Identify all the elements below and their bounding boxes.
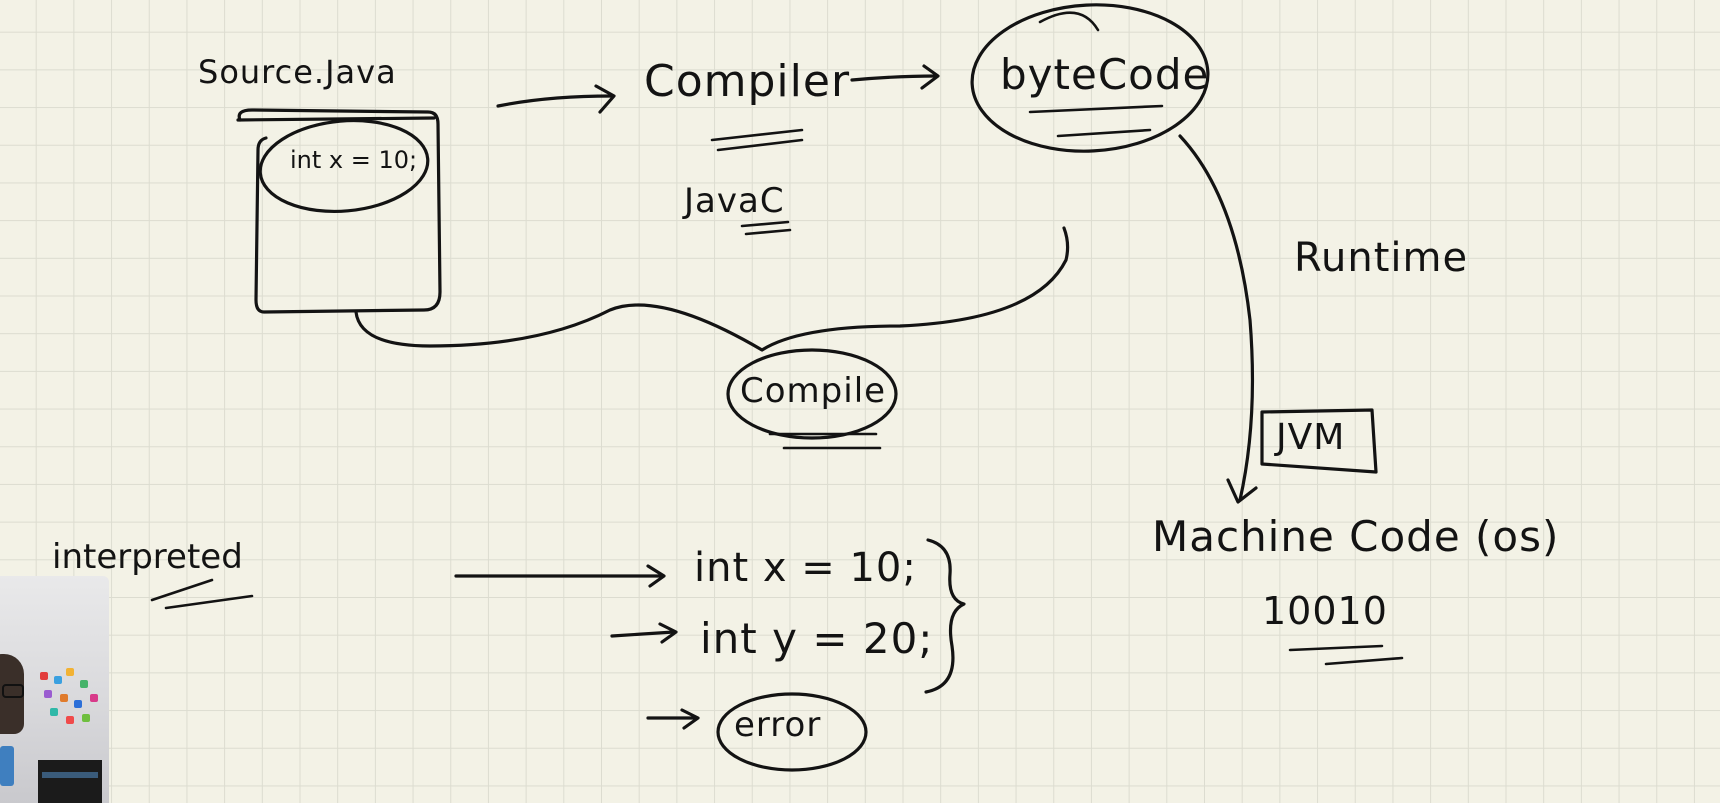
presenter-glasses xyxy=(2,684,24,698)
interpreted-label: interpreted xyxy=(52,537,243,577)
sticker xyxy=(50,708,58,716)
javac-underline xyxy=(740,220,792,236)
sticker xyxy=(82,714,90,722)
arrow-line2-head xyxy=(658,622,678,644)
compile-underline xyxy=(768,432,882,450)
jvm-box xyxy=(1260,408,1378,474)
binary-underline xyxy=(1288,644,1404,666)
interpreted-line2: int y = 20; xyxy=(700,614,934,663)
compiler-label: Compiler xyxy=(644,56,851,107)
sticker xyxy=(66,716,74,724)
arrow-to-machine-code xyxy=(1178,134,1255,502)
binary-label: 10010 xyxy=(1262,589,1388,633)
source-code-text: int x = 10; xyxy=(290,146,418,174)
sticker xyxy=(54,676,62,684)
interpreted-line1: int x = 10; xyxy=(694,545,917,591)
arrow-to-machine-code-head xyxy=(1226,478,1258,504)
arrow-to-bytecode xyxy=(850,74,938,82)
sticker xyxy=(66,668,74,676)
javac-label: JavaC xyxy=(684,181,785,221)
arrow-to-compiler xyxy=(496,94,614,108)
bytecode-label: byteCode xyxy=(1000,50,1210,99)
compile-brace xyxy=(354,226,1070,352)
arrow-line2 xyxy=(610,630,676,638)
sticker xyxy=(40,672,48,680)
sticker xyxy=(90,694,98,702)
arrow-to-bytecode-head xyxy=(920,64,940,90)
bytecode-ellipse-tail xyxy=(1038,11,1100,32)
webcam-thumbnail xyxy=(0,576,109,803)
bytecode-underline xyxy=(1028,104,1164,138)
source-file-box xyxy=(237,108,442,314)
compiler-underline xyxy=(710,128,804,152)
source-file-box-top-stroke xyxy=(236,116,436,122)
arrow-error-head xyxy=(680,708,700,730)
machine-code-label: Machine Code (os) xyxy=(1152,512,1560,561)
sticker xyxy=(60,694,68,702)
source-code-ellipse xyxy=(258,118,430,214)
error-ellipse xyxy=(716,692,868,772)
source-file-label: Source.Java xyxy=(198,53,397,91)
lines-brace xyxy=(924,538,966,694)
arrow-line1-head xyxy=(646,564,666,588)
runtime-label: Runtime xyxy=(1294,235,1469,281)
sticker xyxy=(74,700,82,708)
error-label: error xyxy=(734,705,822,745)
sticker xyxy=(44,690,52,698)
jvm-label: JVM xyxy=(1276,417,1346,458)
mug xyxy=(0,746,14,786)
interpreted-underline xyxy=(150,578,254,610)
arrow-to-compiler-head xyxy=(594,84,616,114)
bytecode-ellipse xyxy=(970,3,1210,153)
compile-ellipse xyxy=(726,348,898,440)
compile-label: Compile xyxy=(740,371,887,411)
book xyxy=(38,760,102,803)
sticker xyxy=(80,680,88,688)
